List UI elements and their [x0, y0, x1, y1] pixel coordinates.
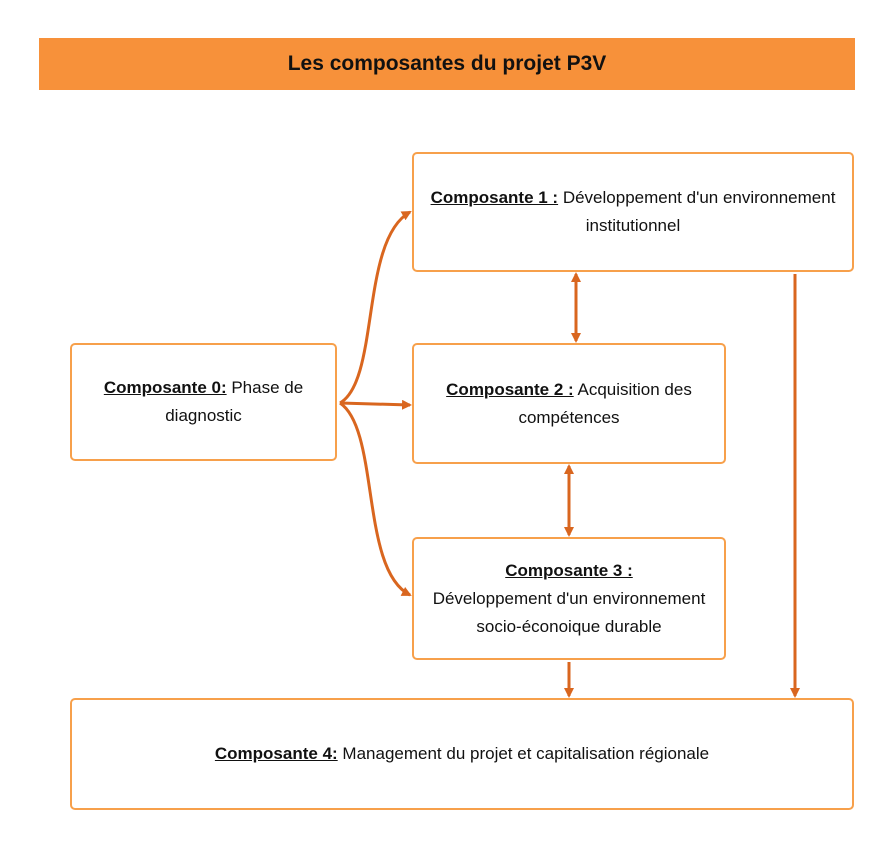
component-1-label: Composante 1 : — [430, 188, 559, 207]
component-0-description: Phase de diagnostic — [165, 378, 304, 425]
page-title: Les composantes du projet P3V — [287, 52, 607, 75]
title-banner: Les composantes du projet P3V — [39, 38, 855, 90]
component-3-description: Développement d'un environnement socio-é… — [432, 588, 706, 636]
component-0-box: Composante 0: Phase de diagnostic — [70, 343, 337, 461]
component-4-description: Management du projet et capitalisation r… — [342, 744, 710, 763]
arrow-c0-to-c1 — [339, 210, 412, 405]
component-3-box: Composante 3 : Développement d'un enviro… — [412, 537, 726, 660]
arrow-c0-to-c2 — [339, 399, 412, 410]
component-4-box: Composante 4: Management du projet et ca… — [70, 698, 854, 810]
component-2-description: Acquisition des compétences — [518, 379, 692, 427]
component-3-label: Composante 3 : — [505, 560, 633, 580]
component-1-description: Développement d'un environnement institu… — [562, 188, 836, 235]
component-2-box: Composante 2 : Acquisition des compétenc… — [412, 343, 726, 464]
component-2-label: Composante 2 : — [446, 379, 574, 399]
component-0-label: Composante 0: — [103, 378, 227, 397]
component-1-box: Composante 1 : Développement d'un enviro… — [412, 152, 854, 272]
component-4-label: Composante 4: — [214, 744, 338, 763]
arrow-c0-to-c3 — [339, 401, 412, 597]
